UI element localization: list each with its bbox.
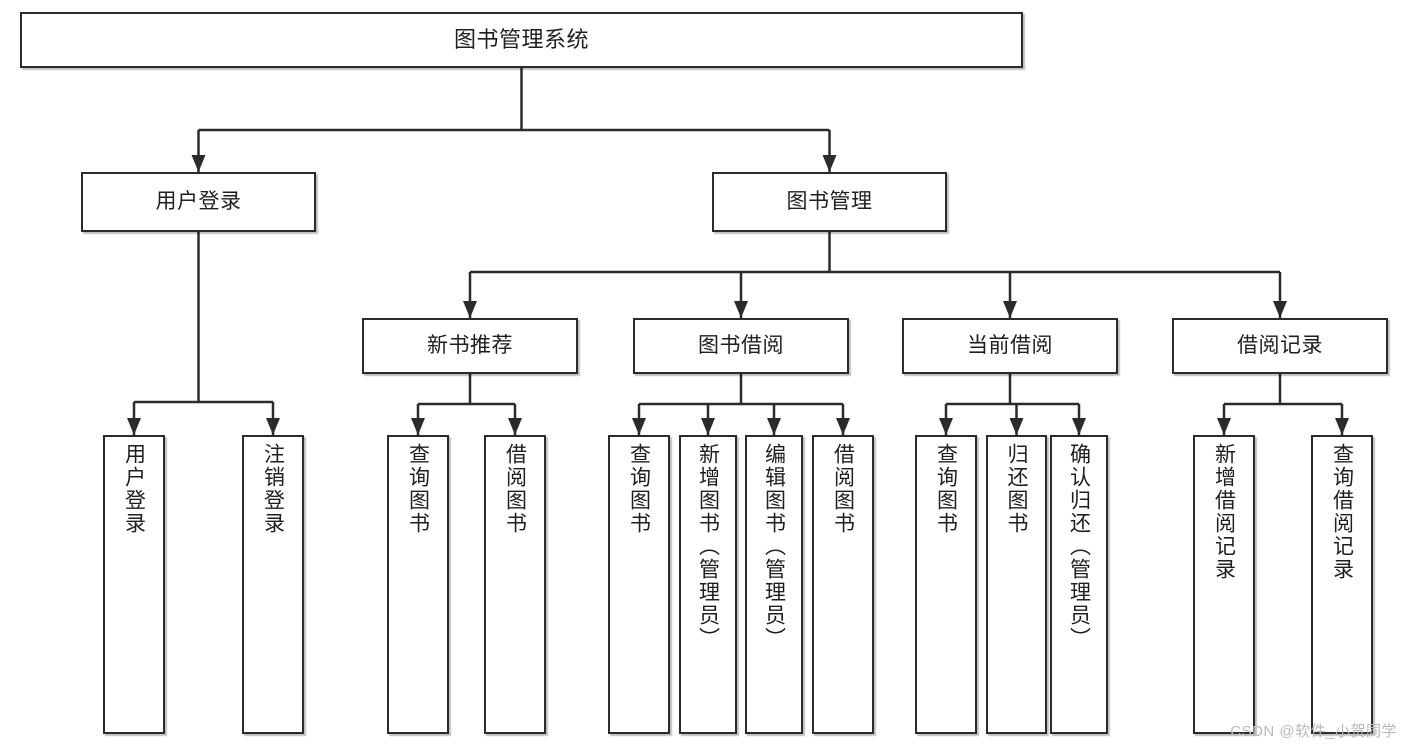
arrow-head-leaf-edit-book-admin — [767, 418, 781, 435]
node-leaf-query-borrow-record[interactable]: 查询借阅记录 — [1311, 435, 1373, 734]
node-label-leaf-borrow-book-2: 借阅图书 — [831, 443, 855, 535]
node-label-leaf-query-book-2: 查询图书 — [627, 443, 651, 535]
node-label-leaf-add-book-admin: 新增图书（管理员） — [696, 443, 720, 650]
node-leaf-logout-login[interactable]: 注销登录 — [242, 435, 304, 734]
arrow-head-leaf-user-login — [127, 418, 141, 435]
arrow-head-current-borrow — [1003, 301, 1017, 318]
node-label-book-borrow: 图书借阅 — [698, 333, 784, 357]
node-current-borrow[interactable]: 当前借阅 — [902, 318, 1118, 374]
node-label-leaf-query-borrow-record: 查询借阅记录 — [1330, 443, 1354, 581]
arrow-head-leaf-query-book-2 — [632, 418, 646, 435]
node-label-borrow-record: 借阅记录 — [1237, 333, 1323, 357]
arrow-head-leaf-query-borrow-record — [1335, 418, 1349, 435]
node-new-book-recommend[interactable]: 新书推荐 — [362, 318, 578, 374]
node-leaf-confirm-return-admin[interactable]: 确认归还（管理员） — [1050, 435, 1108, 734]
node-label-book-manage: 图书管理 — [786, 189, 873, 213]
arrow-head-leaf-logout-login — [266, 418, 280, 435]
node-leaf-query-book-2[interactable]: 查询图书 — [608, 435, 670, 734]
node-label-leaf-query-book-3: 查询图书 — [934, 443, 958, 535]
arrow-head-leaf-confirm-return-admin — [1072, 418, 1086, 435]
arrow-head-borrow-record — [1273, 301, 1287, 318]
node-book-borrow[interactable]: 图书借阅 — [633, 318, 849, 374]
arrow-head-book-manage — [822, 155, 837, 172]
node-label-current-borrow: 当前借阅 — [967, 333, 1053, 357]
node-leaf-edit-book-admin[interactable]: 编辑图书（管理员） — [745, 435, 803, 734]
arrow-head-leaf-query-book-1 — [411, 418, 425, 435]
node-leaf-add-book-admin[interactable]: 新增图书（管理员） — [679, 435, 737, 734]
node-book-manage[interactable]: 图书管理 — [712, 172, 947, 232]
node-leaf-borrow-book-1[interactable]: 借阅图书 — [484, 435, 546, 734]
node-label-leaf-return-book: 归还图书 — [1005, 443, 1028, 535]
node-label-leaf-query-book-1: 查询图书 — [406, 443, 430, 535]
node-label-new-book-recommend: 新书推荐 — [427, 333, 513, 357]
node-leaf-add-borrow-record[interactable]: 新增借阅记录 — [1193, 435, 1255, 734]
node-label-leaf-user-login: 用户登录 — [122, 443, 146, 535]
node-label-leaf-logout-login: 注销登录 — [261, 443, 285, 535]
node-leaf-query-book-3[interactable]: 查询图书 — [915, 435, 977, 734]
arrow-head-leaf-add-book-admin — [701, 418, 715, 435]
node-user-login[interactable]: 用户登录 — [81, 172, 316, 232]
csdn-watermark: CSDN @软件_小贺同学 — [1230, 723, 1397, 740]
arrow-head-leaf-borrow-book-1 — [508, 418, 522, 435]
arrow-head-leaf-borrow-book-2 — [836, 418, 850, 435]
node-label-leaf-confirm-return-admin: 确认归还（管理员） — [1067, 443, 1091, 650]
node-borrow-record[interactable]: 借阅记录 — [1172, 318, 1388, 374]
node-leaf-return-book[interactable]: 归还图书 — [986, 435, 1047, 734]
arrow-head-book-borrow — [734, 301, 748, 318]
node-root[interactable]: 图书管理系统 — [20, 12, 1023, 68]
node-label-leaf-add-borrow-record: 新增借阅记录 — [1212, 443, 1236, 581]
node-label-user-login: 用户登录 — [155, 189, 242, 213]
arrow-head-leaf-query-book-3 — [939, 418, 953, 435]
node-leaf-query-book-1[interactable]: 查询图书 — [387, 435, 449, 734]
node-label-leaf-edit-book-admin: 编辑图书（管理员） — [762, 443, 786, 650]
arrow-head-leaf-add-borrow-record — [1217, 418, 1231, 435]
arrow-head-user-login — [191, 155, 206, 172]
node-leaf-borrow-book-2[interactable]: 借阅图书 — [812, 435, 874, 734]
arrow-head-new-book-recommend — [463, 301, 477, 318]
arrow-head-leaf-return-book — [1009, 418, 1024, 435]
node-leaf-user-login[interactable]: 用户登录 — [103, 435, 165, 734]
node-label-root: 图书管理系统 — [453, 27, 589, 53]
node-label-leaf-borrow-book-1: 借阅图书 — [503, 443, 527, 535]
